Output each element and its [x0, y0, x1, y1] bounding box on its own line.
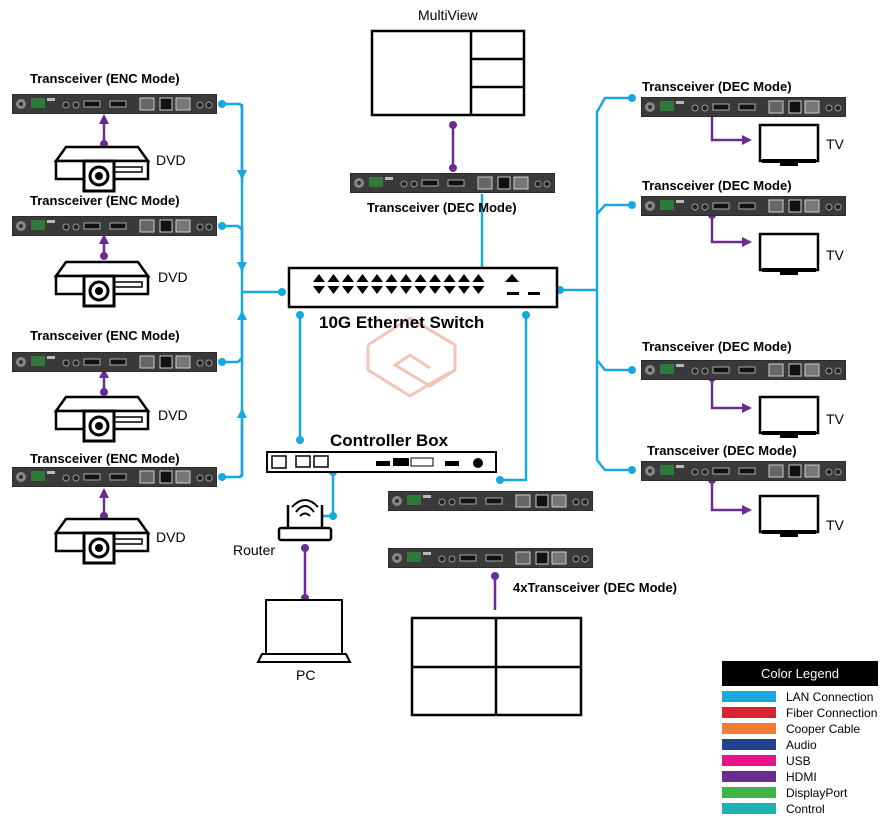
ethernet-switch: [287, 266, 559, 309]
tv-1-icon: [758, 123, 820, 168]
legend-label: LAN Connection: [786, 690, 873, 704]
switch-port-upper: [429, 274, 441, 282]
encoder-3-label: Transceiver (ENC Mode): [30, 328, 180, 343]
decoder-2-label: Transceiver (DEC Mode): [642, 178, 792, 193]
dvd-2-icon: [54, 260, 150, 308]
switch-port-upper: [443, 274, 456, 282]
multiview-label: MultiView: [418, 7, 479, 23]
watermark-logo: [366, 316, 457, 398]
legend-label: USB: [786, 754, 811, 768]
legend-swatch: [722, 707, 776, 718]
switch-port-upper: [458, 274, 470, 282]
switch-port-lower: [313, 286, 325, 294]
tv-4-label: TV: [826, 517, 845, 533]
encoder-2-label: Transceiver (ENC Mode): [30, 193, 180, 208]
switch-port-upper: [356, 274, 369, 282]
decoder-2-device: [640, 195, 847, 217]
legend-label: HDMI: [786, 770, 817, 784]
video-wall: [410, 616, 583, 717]
decoder-4-device: [640, 460, 847, 482]
multiview-decoder-label: Transceiver (DEC Mode): [367, 200, 517, 215]
decoder-3-label: Transceiver (DEC Mode): [642, 339, 792, 354]
lan-endpoints: [218, 94, 636, 520]
controller-box: [266, 451, 497, 473]
decoder-1-device: [640, 96, 847, 118]
switch-port-lower: [443, 286, 456, 294]
switch-port-lower: [371, 286, 383, 294]
switch-port-upper: [400, 274, 412, 282]
legend-swatch: [722, 803, 776, 814]
decoder-1-label: Transceiver (DEC Mode): [642, 79, 792, 94]
switch-port-lower: [414, 286, 427, 294]
encoder-4-label: Transceiver (ENC Mode): [30, 451, 180, 466]
encoder-4-device: [11, 466, 218, 488]
dvd-3-icon: [54, 395, 150, 443]
tv-4-icon: [758, 494, 820, 539]
legend-label: Cooper Cable: [786, 722, 860, 736]
dvd-1-icon: [54, 145, 150, 193]
legend-swatch: [722, 755, 776, 766]
encoder-2-device: [11, 215, 218, 237]
switch-port-upper: [385, 274, 398, 282]
quad-decoder-device-2: [387, 547, 594, 569]
router-icon: [277, 499, 333, 542]
switch-port-upper: [414, 274, 427, 282]
switch-port-upper: [313, 274, 325, 282]
encoder-3-device: [11, 351, 218, 373]
quad-decoder-label: 4xTransceiver (DEC Mode): [513, 580, 677, 595]
controller-label: Controller Box: [330, 431, 449, 450]
legend-swatch: [722, 691, 776, 702]
switch-port-lower: [400, 286, 412, 294]
switch-label: 10G Ethernet Switch: [319, 313, 484, 332]
legend-swatch: [722, 739, 776, 750]
switch-port-upper: [327, 274, 340, 282]
decoder-3-device: [640, 359, 847, 381]
tv-3-icon: [758, 395, 820, 440]
dvd-4-label: DVD: [156, 529, 186, 545]
tv-1-label: TV: [826, 136, 845, 152]
tv-3-label: TV: [826, 411, 845, 427]
switch-port-upper: [472, 274, 485, 282]
multiview-decoder-device: [349, 172, 556, 194]
legend-swatch: [722, 787, 776, 798]
encoder-1-label: Transceiver (ENC Mode): [30, 71, 180, 86]
pc-label: PC: [296, 667, 315, 683]
switch-port-lower: [429, 286, 441, 294]
switch-port-lower: [385, 286, 398, 294]
encoder-1-device: [11, 93, 218, 115]
quad-decoder-device-1: [387, 490, 594, 512]
legend-label: Fiber Connection: [786, 706, 877, 720]
switch-port-lower: [472, 286, 485, 294]
legend-label: Audio: [786, 738, 817, 752]
dvd-2-label: DVD: [158, 269, 188, 285]
switch-port-upper: [371, 274, 383, 282]
switch-port-lower: [356, 286, 369, 294]
tv-2-label: TV: [826, 247, 845, 263]
legend-swatch: [722, 723, 776, 734]
dvd-4-icon: [54, 517, 150, 565]
legend-title: Color Legend: [761, 666, 839, 681]
switch-port-lower: [342, 286, 354, 294]
switch-port-lower: [458, 286, 470, 294]
pc-laptop-icon: [256, 599, 352, 663]
dvd-3-label: DVD: [158, 407, 188, 423]
legend-swatch: [722, 771, 776, 782]
decoder-4-label: Transceiver (DEC Mode): [647, 443, 797, 458]
tv-2-icon: [758, 232, 820, 277]
router-label: Router: [233, 542, 275, 558]
switch-port-upper: [342, 274, 354, 282]
legend-label: Control: [786, 802, 825, 816]
multiview-screen: [370, 29, 526, 117]
switch-port-lower: [327, 286, 340, 294]
legend-label: DisplayPort: [786, 786, 848, 800]
dvd-1-label: DVD: [156, 152, 186, 168]
